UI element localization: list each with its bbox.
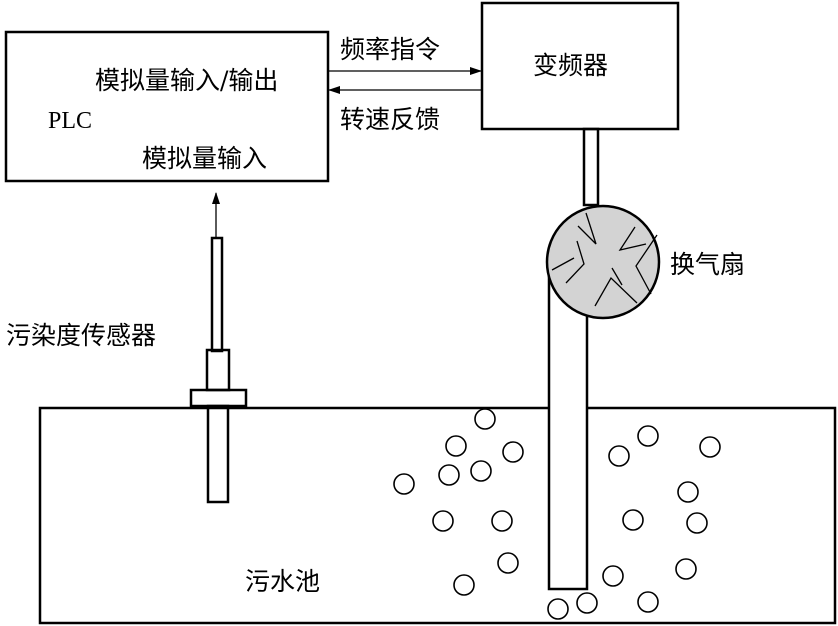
plc-port-analog-in-label: 模拟量输入 <box>142 144 267 173</box>
fan-blades-icon <box>551 212 658 307</box>
tank-name-label: 污水池 <box>245 567 320 596</box>
air-bubbles <box>393 408 721 620</box>
inverter-block: 变频器 <box>480 1 680 131</box>
sensor-probe-top <box>210 236 224 353</box>
plc-port-analog-io-label: 模拟量输入/输出 <box>95 66 278 95</box>
fan-name-label: 换气扇 <box>670 250 745 279</box>
sewage-tank: 污水池 <box>38 406 837 625</box>
bubble <box>677 481 699 503</box>
bubble <box>453 574 475 596</box>
tank-outline <box>38 406 837 625</box>
bubble <box>602 565 624 587</box>
ventilation-fan: 换气扇 <box>545 204 745 320</box>
sensor-probe-bottom <box>206 404 230 504</box>
bubble <box>497 552 519 574</box>
pollution-sensor: 污染度传感器 <box>6 236 248 504</box>
bubble <box>445 435 467 457</box>
plc-box <box>4 30 330 183</box>
bubble <box>699 436 721 458</box>
bubble <box>547 598 569 620</box>
signal-links: 频率指令 转速反馈 <box>328 35 482 134</box>
bubble <box>622 509 644 531</box>
sensor-name-label: 污染度传感器 <box>6 321 156 350</box>
bubble <box>637 591 659 613</box>
bubble <box>491 510 513 532</box>
bubble <box>393 473 415 495</box>
inverter-fan-duct <box>582 127 600 207</box>
bubble <box>474 408 496 430</box>
plc-block: 模拟量输入/输出 PLC 模拟量输入 <box>4 30 330 183</box>
frequency-command-label: 频率指令 <box>340 35 440 64</box>
bubble <box>675 558 697 580</box>
sensor-body <box>205 348 231 392</box>
plc-name-label: PLC <box>48 108 92 134</box>
inverter-name-label: 变频器 <box>533 51 608 80</box>
bubble <box>686 512 708 534</box>
fan-housing <box>545 204 661 320</box>
bubble <box>470 460 492 482</box>
speed-feedback-label: 转速反馈 <box>340 105 440 134</box>
bubble <box>576 592 598 614</box>
bubble <box>438 464 460 486</box>
bubble <box>432 510 454 532</box>
sensor-flange <box>189 388 248 408</box>
bubble <box>608 445 630 467</box>
bubble <box>502 441 524 463</box>
bubble <box>637 425 659 447</box>
inverter-box <box>480 1 680 131</box>
